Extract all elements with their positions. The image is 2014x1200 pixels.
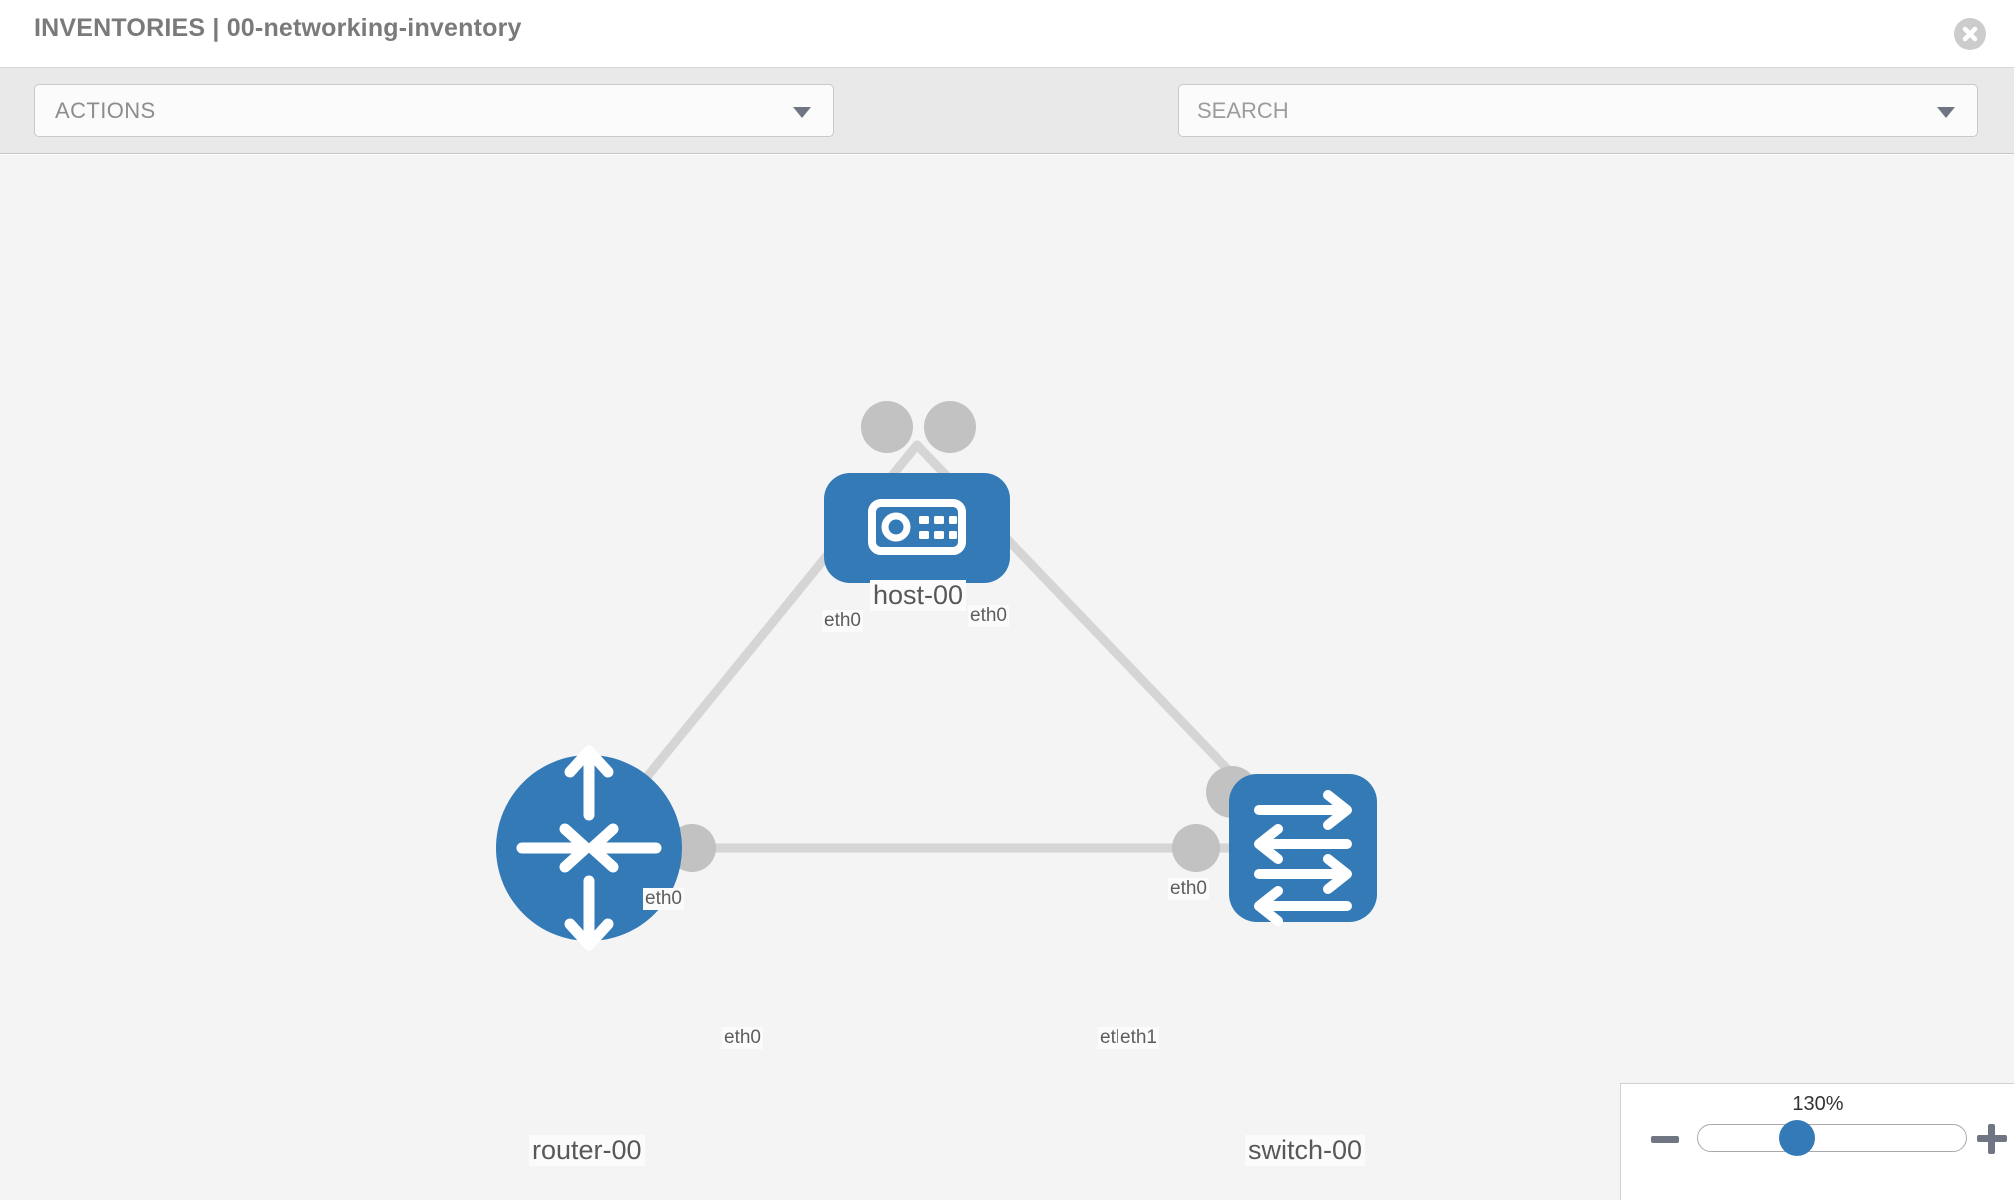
if-label-switch-west-b: eth1 — [1118, 1027, 1159, 1049]
actions-dropdown-label: ACTIONS — [55, 98, 156, 123]
if-label-router-east: eth0 — [722, 1027, 763, 1049]
topology-graph — [496, 401, 1377, 951]
search-field[interactable] — [1178, 84, 1978, 137]
if-label-router-north: eth0 — [643, 888, 684, 910]
node-router-00[interactable] — [496, 745, 682, 951]
zoom-slider-thumb[interactable] — [1779, 1120, 1815, 1156]
connector-host-left — [861, 401, 913, 453]
connector-switch-west — [1172, 824, 1220, 872]
if-label-switch-north: eth0 — [1168, 878, 1209, 900]
zoom-slider-track[interactable] — [1697, 1124, 1967, 1152]
search-input[interactable] — [1195, 86, 1895, 135]
actions-dropdown[interactable]: ACTIONS — [34, 84, 834, 137]
page-title: INVENTORIES | 00-networking-inventory — [34, 14, 522, 42]
if-label-host-left: eth0 — [822, 610, 863, 632]
plus-icon[interactable] — [1977, 1124, 2007, 1154]
node-label-host-00: host-00 — [870, 580, 967, 611]
connector-host-right — [924, 401, 976, 453]
minus-icon[interactable] — [1651, 1136, 1679, 1143]
node-switch-00[interactable] — [1229, 774, 1377, 926]
node-label-router-00: router-00 — [529, 1135, 645, 1166]
close-icon[interactable] — [1954, 18, 1986, 50]
server-icon — [868, 499, 966, 555]
router-arrows-icon — [516, 745, 662, 951]
if-label-host-right: eth0 — [968, 605, 1009, 627]
chevron-down-icon — [793, 107, 811, 118]
zoom-percent-label: 130% — [1792, 1093, 1844, 1115]
switch-arrows-icon — [1254, 790, 1352, 926]
node-label-switch-00: switch-00 — [1245, 1135, 1366, 1166]
node-host-00[interactable] — [824, 473, 1010, 583]
search-chevron-down-icon[interactable] — [1937, 107, 1955, 118]
topology-canvas[interactable]: host-00 router-00 switch-00 eth0 eth0 et… — [0, 155, 2014, 1200]
zoom-control: 130% — [1620, 1083, 2014, 1200]
toolbar: ACTIONS — [0, 68, 2014, 194]
page-header: INVENTORIES | 00-networking-inventory — [0, 0, 2014, 68]
